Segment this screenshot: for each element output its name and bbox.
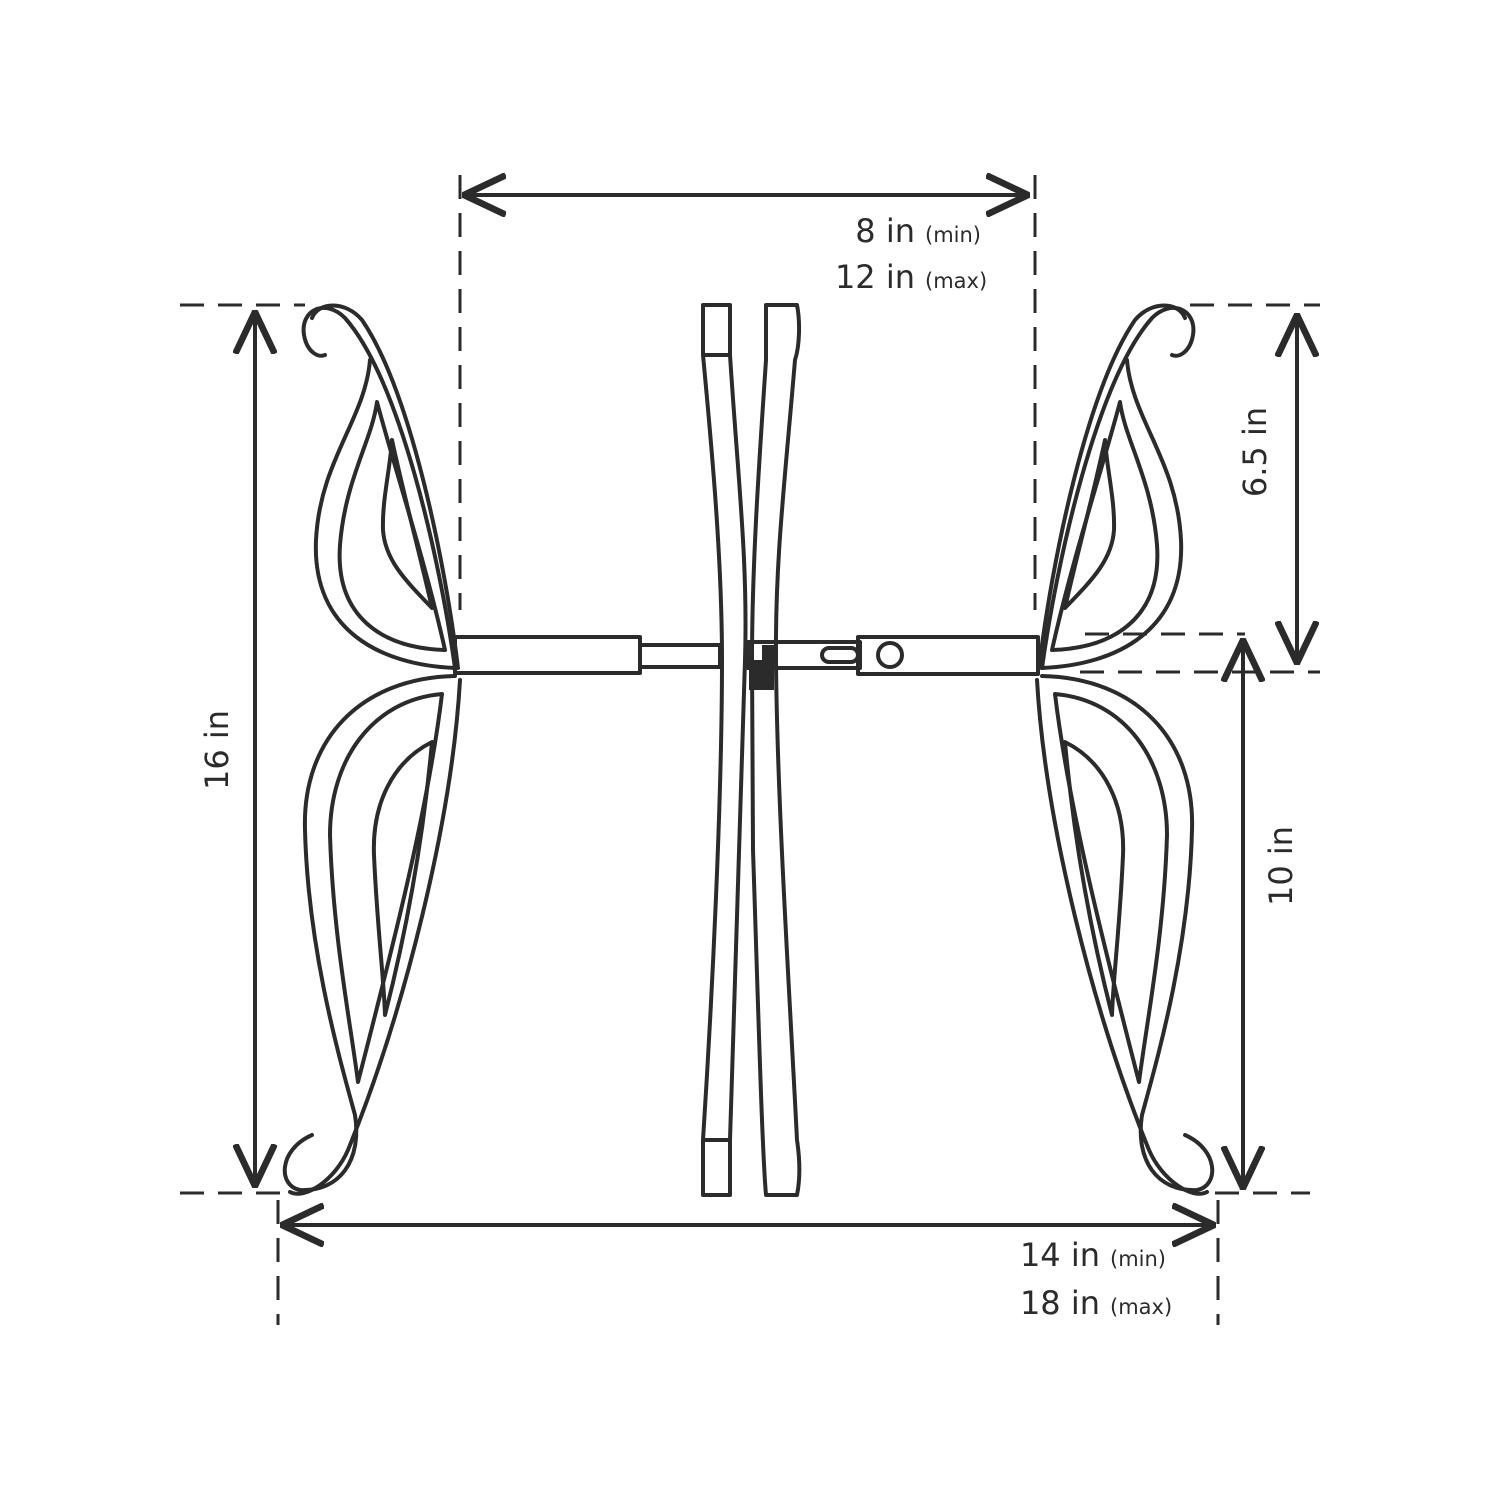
inner-width-max-tag: (max): [925, 269, 987, 293]
left-wing: [282, 303, 462, 1196]
extension-lines: [180, 175, 1320, 1325]
lower-wing-height-label: 10 in: [1262, 826, 1300, 906]
outer-width-max-tag: (max): [1110, 1295, 1172, 1319]
total-height-label: 16 in: [198, 710, 236, 790]
inner-width-min-value: 8 in: [855, 212, 915, 250]
right-wing: [1035, 303, 1215, 1196]
outer-width-min-tag: (min): [1110, 1247, 1166, 1271]
inner-width-min-tag: (min): [925, 223, 981, 247]
inner-width-max-value: 12 in: [835, 258, 915, 296]
upper-wing-height-label: 6.5 in: [1236, 407, 1274, 497]
center-frame: [453, 303, 1040, 1197]
outer-width-min-value: 14 in: [1020, 1236, 1100, 1274]
outer-width-max-value: 18 in: [1020, 1284, 1100, 1322]
